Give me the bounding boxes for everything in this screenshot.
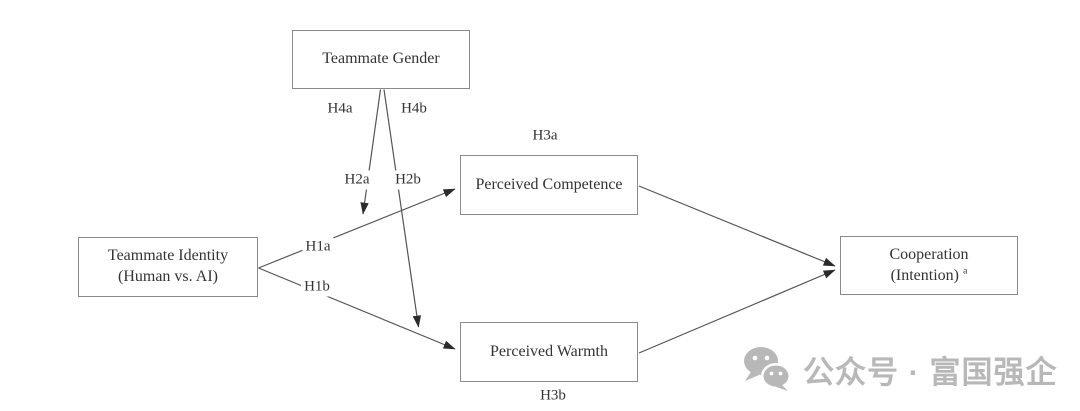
- node-perceived-competence: Perceived Competence: [460, 155, 638, 215]
- node-teammate-identity-line1: Teammate Identity: [107, 247, 229, 265]
- wechat-icon: [744, 347, 790, 391]
- edge-identity-to-competence: [258, 188, 456, 269]
- node-teammate-identity: Teammate Identity (Human vs. AI): [78, 237, 258, 297]
- edge-identity-to-warmth: [258, 267, 456, 350]
- node-cooperation-intention: Cooperation (Intention) a: [840, 236, 1018, 295]
- edge-gender-to-h1b-path: [383, 89, 422, 328]
- node-teammate-identity-line2: (Human vs. AI): [118, 268, 218, 285]
- edge-gender-to-h1a-path: [360, 89, 382, 215]
- node-teammate-gender: Teammate Gender: [292, 30, 470, 89]
- node-cooperation-line2: (Intention) a: [891, 266, 968, 287]
- node-perceived-warmth: Perceived Warmth: [460, 322, 638, 382]
- hypothesis-label-h4a: H4a: [327, 100, 353, 117]
- node-teammate-gender-label: Teammate Gender: [322, 50, 440, 68]
- watermark-text: 公众号 · 富国强企: [803, 354, 1058, 390]
- node-perceived-warmth-label: Perceived Warmth: [490, 342, 608, 360]
- node-cooperation-superscript: a: [963, 265, 968, 277]
- hypothesis-label-h4b: H4b: [401, 100, 427, 117]
- edge-competence-to-cooperation: [638, 185, 836, 267]
- node-perceived-competence-label: Perceived Competence: [475, 175, 623, 193]
- hypothesis-label-h2a: H2a: [341, 170, 373, 190]
- hypothesis-label-h3b: H3b: [540, 387, 566, 404]
- watermark: 公众号 · 富国强企: [742, 346, 1058, 392]
- hypothesis-label-h3a: H3a: [532, 127, 558, 144]
- node-cooperation-line1: Cooperation: [889, 245, 969, 263]
- edge-warmth-to-cooperation: [638, 269, 836, 354]
- hypothesis-label-h2b: H2b: [392, 170, 424, 190]
- hypothesis-label-h1b: H1b: [301, 277, 333, 297]
- hypothesis-label-h1a: H1a: [302, 237, 334, 257]
- node-cooperation-line2-text: (Intention): [890, 266, 959, 284]
